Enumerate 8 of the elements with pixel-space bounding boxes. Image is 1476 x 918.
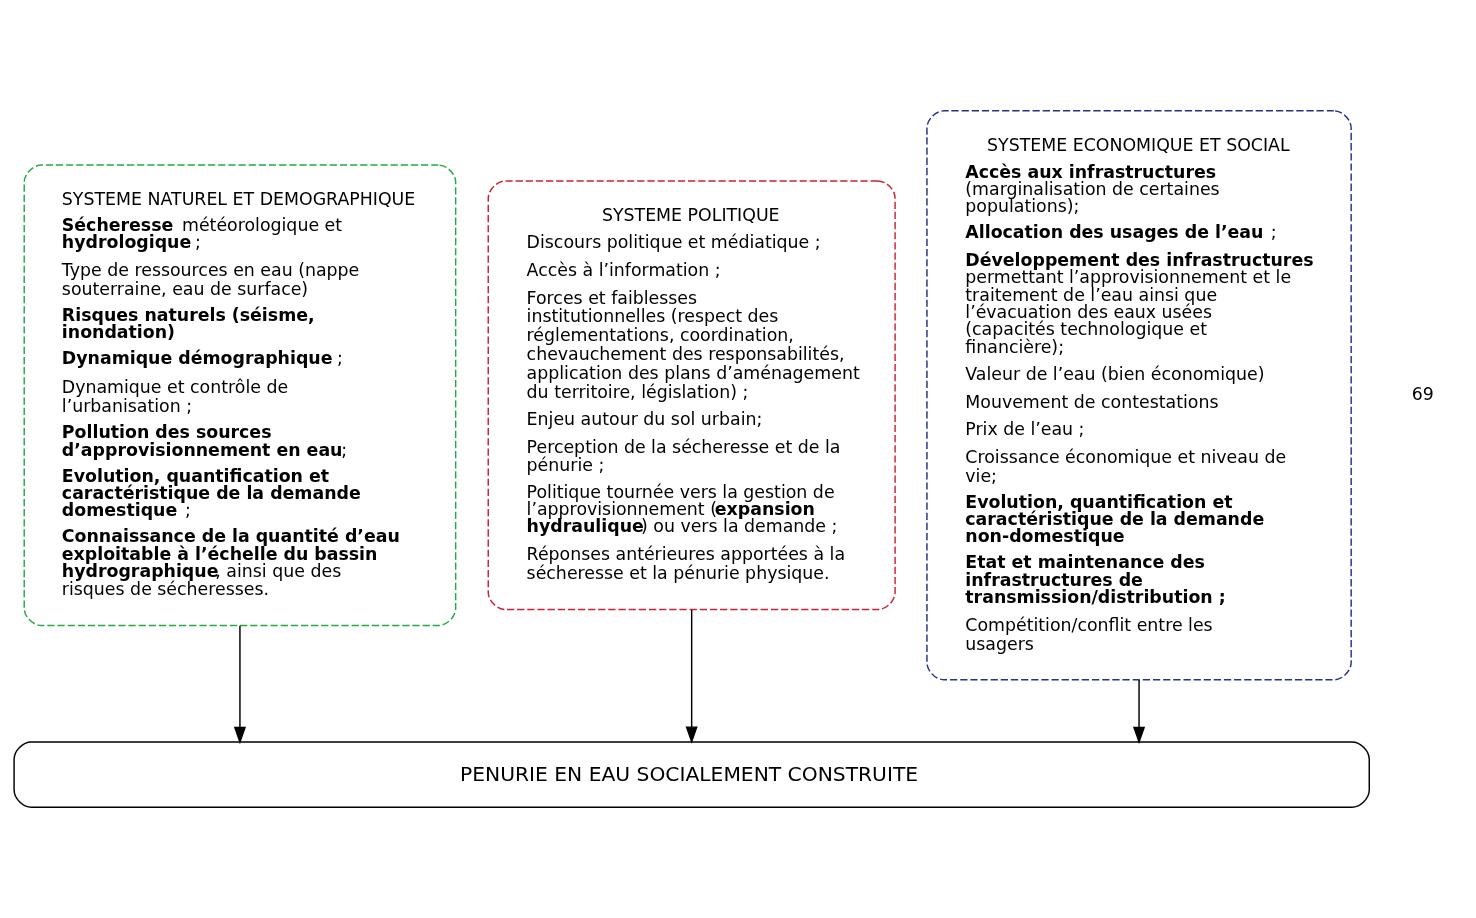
label: 69: [1411, 383, 1434, 404]
node-box: SYSTEME ECONOMIQUE ET SOCIAL Accès aux infrastructures (marginalisation de certaines populations); Allocation des usages de l’eau ; Développement des infrastructures permettant l’approvisionnement et le traitement de l’eau ainsi que l’évacuation des eaux usées (capacités technologique et financière); Valeur de l’eau (bien économique) Mouvement de contestations Prix de l’eau ; Croissance économique et niveau de vie; Evolution, quantification et caractéristique de la demande non-domestique Etat et maintenance des infrastructures de transmission/distribution ; Compétition/conflit entre les usagers: [926, 110, 1352, 681]
arrow: [233, 625, 247, 745]
node-box: PENURIE EN EAU SOCIALEMENT CONSTRUITE: [13, 741, 1370, 808]
arrow: [685, 609, 698, 744]
node-box: SYSTEME NATUREL ET DEMOGRAPHIQUE Sécheresse météorologique et hydrologique ; Type de ressources en eau (nappe souterraine, eau de surface) Risques naturels (séisme, inondation) Dynamique démographique ; Dynamique et contrôle de l’urbanisation ; Pollution des sources d’approvisionnement en eau; Evolution, quantification et caractéristique de la demande domestique ; Connaissance de la quantité d’eau exploitable à l’échelle du bassin hydrographique, ainsi que des risques de sécheresses.: [23, 164, 457, 627]
node-box: SYSTEME POLITIQUE Discours politique et médiatique ; Accès à l’information ; Forces et faiblesses institutionnelles (respect des réglementations, coordination, chevauchement des responsabilités, application des plans d’aménagement du territoire, législation) ; Enjeu autour du sol urbain; Perception de la sécheresse et de la pénurie ; Politique tournée vers la gestion de l’approvisionnement (expansion hydraulique) ou vers la demande ; Réponses antérieures apportées à la sécheresse et la pénurie physique.: [487, 180, 896, 611]
arrow: [1132, 679, 1146, 745]
